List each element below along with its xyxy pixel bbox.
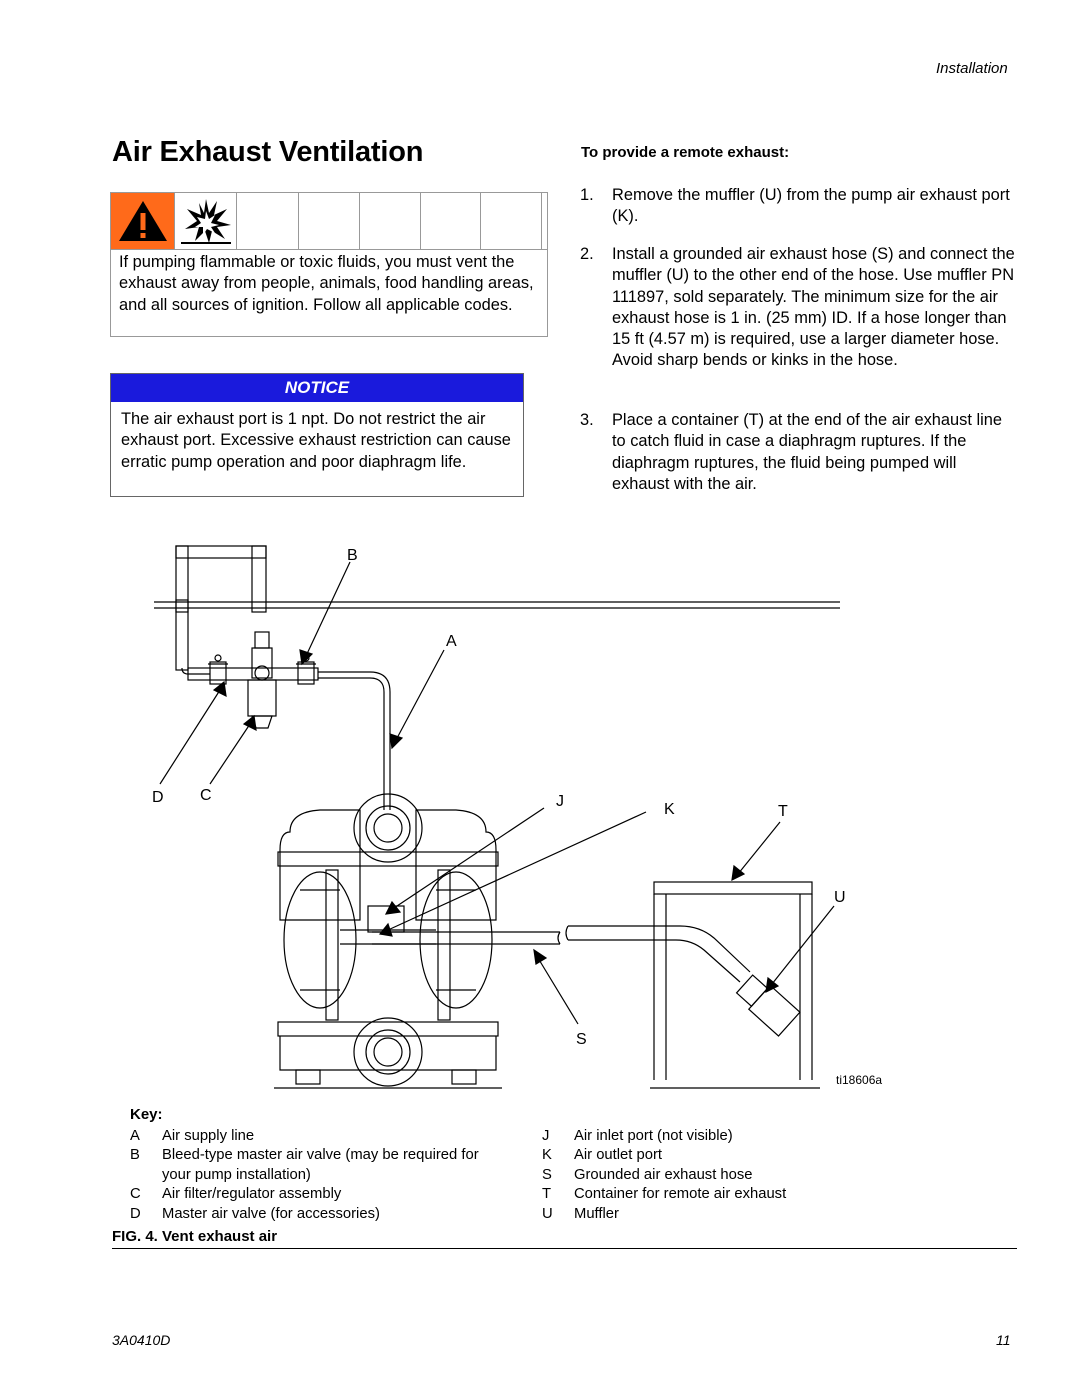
callout-k: K — [664, 801, 675, 818]
step-text: Place a container (T) at the end of the … — [612, 411, 1002, 493]
pump-installation-diagram: B A D C J K T U S ti18606a — [152, 545, 882, 1089]
section-header: Installation — [936, 60, 1008, 77]
key-letter: C — [130, 1186, 141, 1202]
callout-a: A — [446, 633, 457, 650]
step-number: 1. — [580, 186, 594, 204]
callout-d: D — [152, 789, 164, 806]
key-desc: Bleed-type master air valve (may be requ… — [162, 1147, 479, 1163]
callout-t: T — [778, 803, 788, 820]
step-text: Remove the muffler (U) from the pump air… — [612, 186, 1010, 226]
remote-exhaust-heading: To provide a remote exhaust: — [581, 144, 790, 161]
callout-j: J — [556, 793, 564, 810]
key-letter: A — [130, 1128, 140, 1144]
key-letter: U — [542, 1206, 553, 1222]
doc-number: 3A0410D — [112, 1332, 171, 1348]
callout-c: C — [200, 787, 212, 804]
callout-s: S — [576, 1031, 587, 1048]
key-desc: Air filter/regulator assembly — [162, 1186, 342, 1202]
step-number: 3. — [580, 411, 594, 429]
key-desc: Air supply line — [162, 1128, 255, 1144]
step-text: Install a grounded air exhaust hose (S) … — [612, 245, 1015, 370]
key-letter: D — [130, 1206, 141, 1222]
key-desc: your pump installation) — [162, 1167, 311, 1183]
warning-icons-row — [111, 193, 547, 250]
notice-label: NOTICE — [111, 374, 523, 402]
key-desc: Container for remote air exhaust — [574, 1186, 787, 1202]
page-title: Air Exhaust Ventilation — [112, 136, 424, 168]
page-number: 11 — [996, 1332, 1011, 1348]
notice-text: The air exhaust port is 1 npt. Do not re… — [121, 410, 511, 471]
empty-icon-cell — [299, 193, 360, 249]
callout-u: U — [834, 889, 846, 906]
key-desc: Air outlet port — [574, 1147, 663, 1163]
key-desc: Master air valve (for accessories) — [162, 1206, 380, 1222]
figure-ref: ti18606a — [836, 1073, 882, 1087]
warning-triangle-icon — [111, 193, 175, 249]
empty-icon-cell — [237, 193, 299, 249]
empty-icon-cell — [360, 193, 421, 249]
empty-icon-cell — [421, 193, 481, 249]
key-desc: Grounded air exhaust hose — [574, 1167, 753, 1183]
empty-icon-cell — [481, 193, 542, 249]
key-desc: Muffler — [574, 1206, 619, 1222]
notice-box: NOTICE The air exhaust port is 1 npt. Do… — [110, 373, 524, 497]
key-letter: T — [542, 1186, 552, 1202]
key-letter: B — [130, 1147, 140, 1163]
callout-b: B — [347, 547, 358, 564]
warning-box: If pumping flammable or toxic fluids, yo… — [110, 192, 548, 337]
figure-caption: FIG. 4. Vent exhaust air — [112, 1228, 278, 1245]
key-letter: S — [542, 1167, 552, 1183]
key-title: Key: — [130, 1106, 163, 1123]
warning-text: If pumping flammable or toxic fluids, yo… — [119, 253, 534, 314]
key-desc: Air inlet port (not visible) — [574, 1128, 733, 1144]
explosion-icon — [175, 193, 237, 249]
caption-rule — [112, 1248, 1017, 1249]
step-number: 2. — [580, 245, 594, 263]
key-letter: K — [542, 1147, 552, 1163]
key-letter: J — [542, 1128, 550, 1144]
